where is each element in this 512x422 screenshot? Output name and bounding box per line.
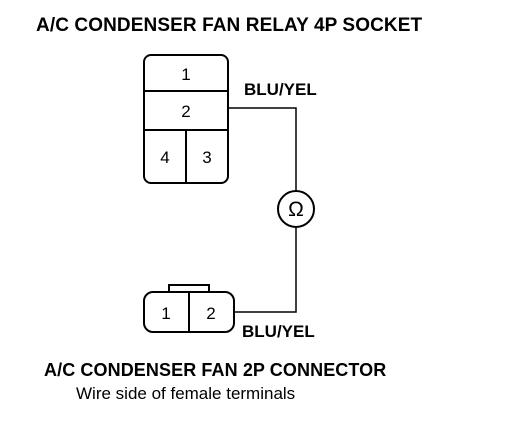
relay-socket-title: A/C CONDENSER FAN RELAY 4P SOCKET xyxy=(36,15,423,36)
fan-connector-title: A/C CONDENSER FAN 2P CONNECTOR xyxy=(44,360,387,380)
wire-path xyxy=(228,107,297,313)
fan-connector-subtitle: Wire side of female terminals xyxy=(76,384,296,403)
ohm-icon: Ω xyxy=(288,198,304,221)
wire-top xyxy=(228,107,297,191)
relay-terminal-4: 4 xyxy=(160,148,169,167)
relay-terminal-2: 2 xyxy=(181,102,190,121)
fan-terminal-1: 1 xyxy=(161,304,170,323)
ohmmeter-circle xyxy=(277,190,315,228)
wire-color-label-bottom: BLU/YEL xyxy=(242,322,315,341)
ohmmeter-symbol: Ω xyxy=(277,190,315,228)
fan-connector: 1 2 xyxy=(143,284,235,333)
wire-color-label-top: BLU/YEL xyxy=(244,80,317,99)
relay-socket: 1 2 4 3 xyxy=(143,54,229,184)
wire-bottom xyxy=(235,227,297,313)
fan-terminal-2: 2 xyxy=(206,304,215,323)
relay-terminal-3: 3 xyxy=(202,148,211,167)
relay-terminal-1: 1 xyxy=(181,65,190,84)
